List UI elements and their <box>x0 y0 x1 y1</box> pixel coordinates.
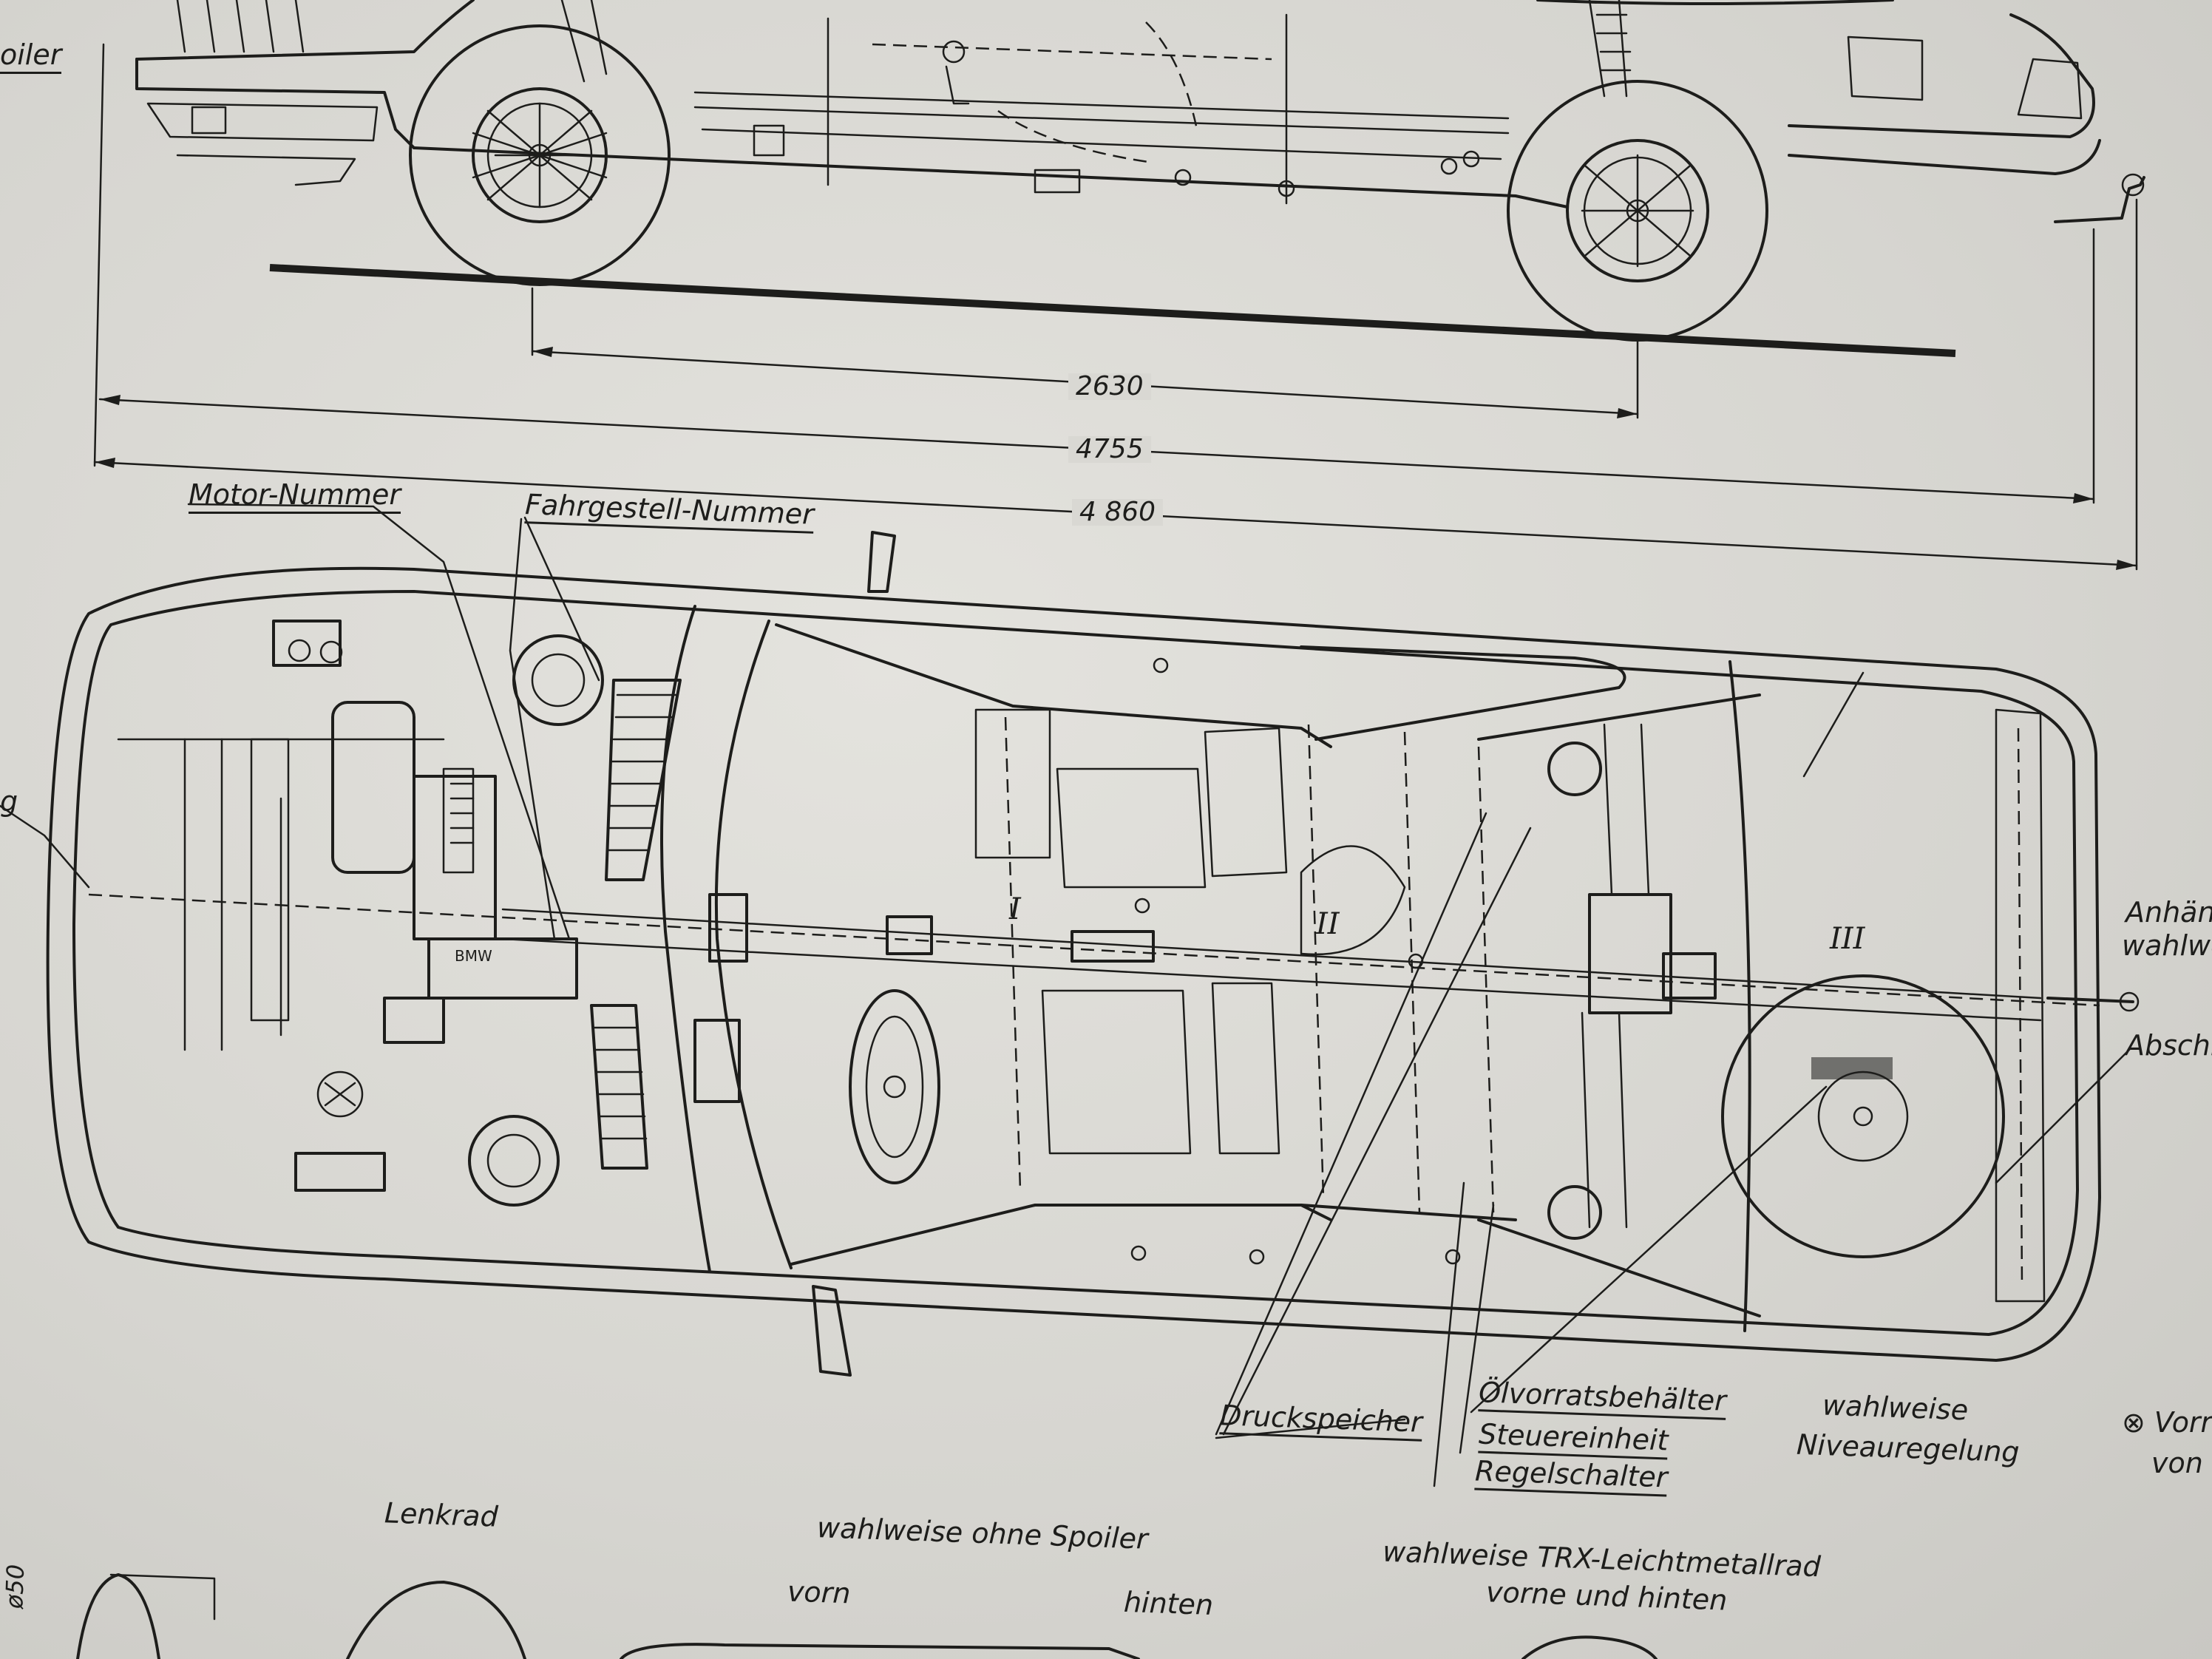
hitch-label-2: wahlwe <box>2122 929 2212 962</box>
callout-leaders <box>0 503 2131 1487</box>
front-label: vorn <box>787 1575 852 1610</box>
top-view: BMW <box>46 531 2140 1377</box>
regulator-switch-callout: Regelschalter <box>1474 1454 1668 1497</box>
trx-wheel-label-2: vorne und hinten <box>1485 1575 1728 1617</box>
section-label-2: II <box>1316 907 1340 941</box>
wheelbase-dimension: 2630 <box>1068 373 1151 400</box>
rear-label: hinten <box>1123 1585 1214 1622</box>
bottom-details <box>76 1573 1658 1659</box>
accumulator-callout: Druckspeicher <box>1219 1399 1423 1442</box>
engine-logo: BMW <box>455 947 492 965</box>
engine-number-label: Motor-Nummer <box>189 481 401 514</box>
abschl-label: Abschl <box>2126 1029 2212 1062</box>
length-dimension: 4755 <box>1068 436 1151 463</box>
optional-label: wahlweise <box>1822 1388 1969 1427</box>
control-unit-callout: Steuereinheit <box>1478 1418 1669 1460</box>
edge-fragment-label: g <box>0 785 18 818</box>
section-label-3: III <box>1830 922 1865 956</box>
hitch-label-1: Anhäng <box>2126 896 2212 929</box>
steering-wheel-label: Lenkrad <box>384 1496 499 1533</box>
von-label: von <box>2151 1447 2203 1479</box>
spoiler-label: oiler <box>0 41 62 74</box>
length-with-hitch-dimension: 4 860 <box>1072 499 1164 526</box>
edge-dimension-label: ø50 <box>0 1564 30 1609</box>
side-view <box>135 0 2145 357</box>
vorri-label: ⊗ Vorri <box>2122 1406 2212 1439</box>
level-control-label: Niveauregelung <box>1796 1428 2021 1469</box>
section-label-1: I <box>1009 892 1021 926</box>
